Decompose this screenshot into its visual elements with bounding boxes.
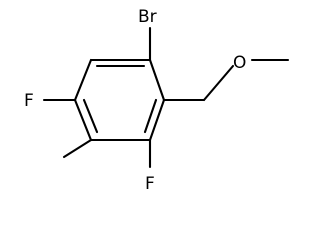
ring-bond-bottom-left xyxy=(73,98,93,142)
fluorine-bottom-label: F xyxy=(145,174,155,194)
methylene-bond-2 xyxy=(202,64,235,102)
methyl-bond xyxy=(62,138,93,159)
molecule-canvas: Br O F F xyxy=(24,7,290,194)
fluorine-left-label: F xyxy=(24,91,34,111)
ring-bond-top-left xyxy=(73,58,93,102)
oxygen-label: O xyxy=(233,53,246,73)
ring-bond-right-inner xyxy=(143,98,158,134)
molecule-structure: Br O F F xyxy=(24,7,290,194)
ring-bond-bottom-left-inner xyxy=(82,98,99,134)
bromine-label: Br xyxy=(138,7,157,27)
ring-bond-right xyxy=(148,98,166,142)
ring-bond-top-right xyxy=(148,58,166,102)
